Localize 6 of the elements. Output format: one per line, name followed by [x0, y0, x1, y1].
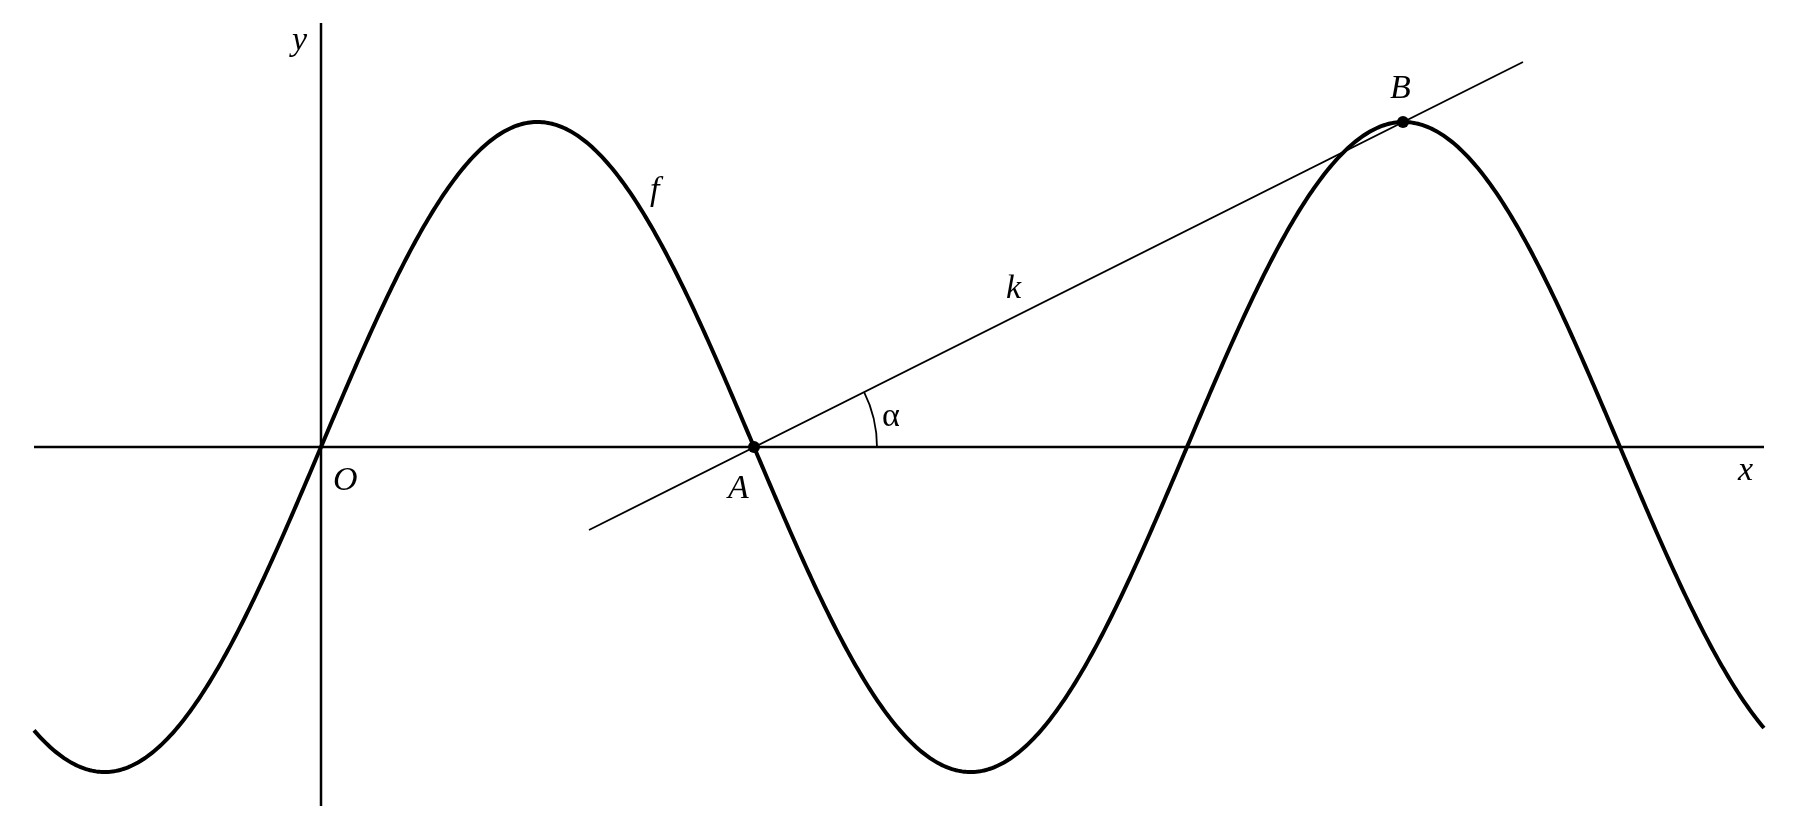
- point-label: A: [728, 470, 749, 504]
- line-label: k: [1006, 270, 1022, 304]
- origin-label: O: [333, 462, 358, 496]
- axis-label: x: [1738, 452, 1754, 486]
- point-label: B: [1390, 70, 1411, 104]
- angle-label: α: [882, 398, 900, 432]
